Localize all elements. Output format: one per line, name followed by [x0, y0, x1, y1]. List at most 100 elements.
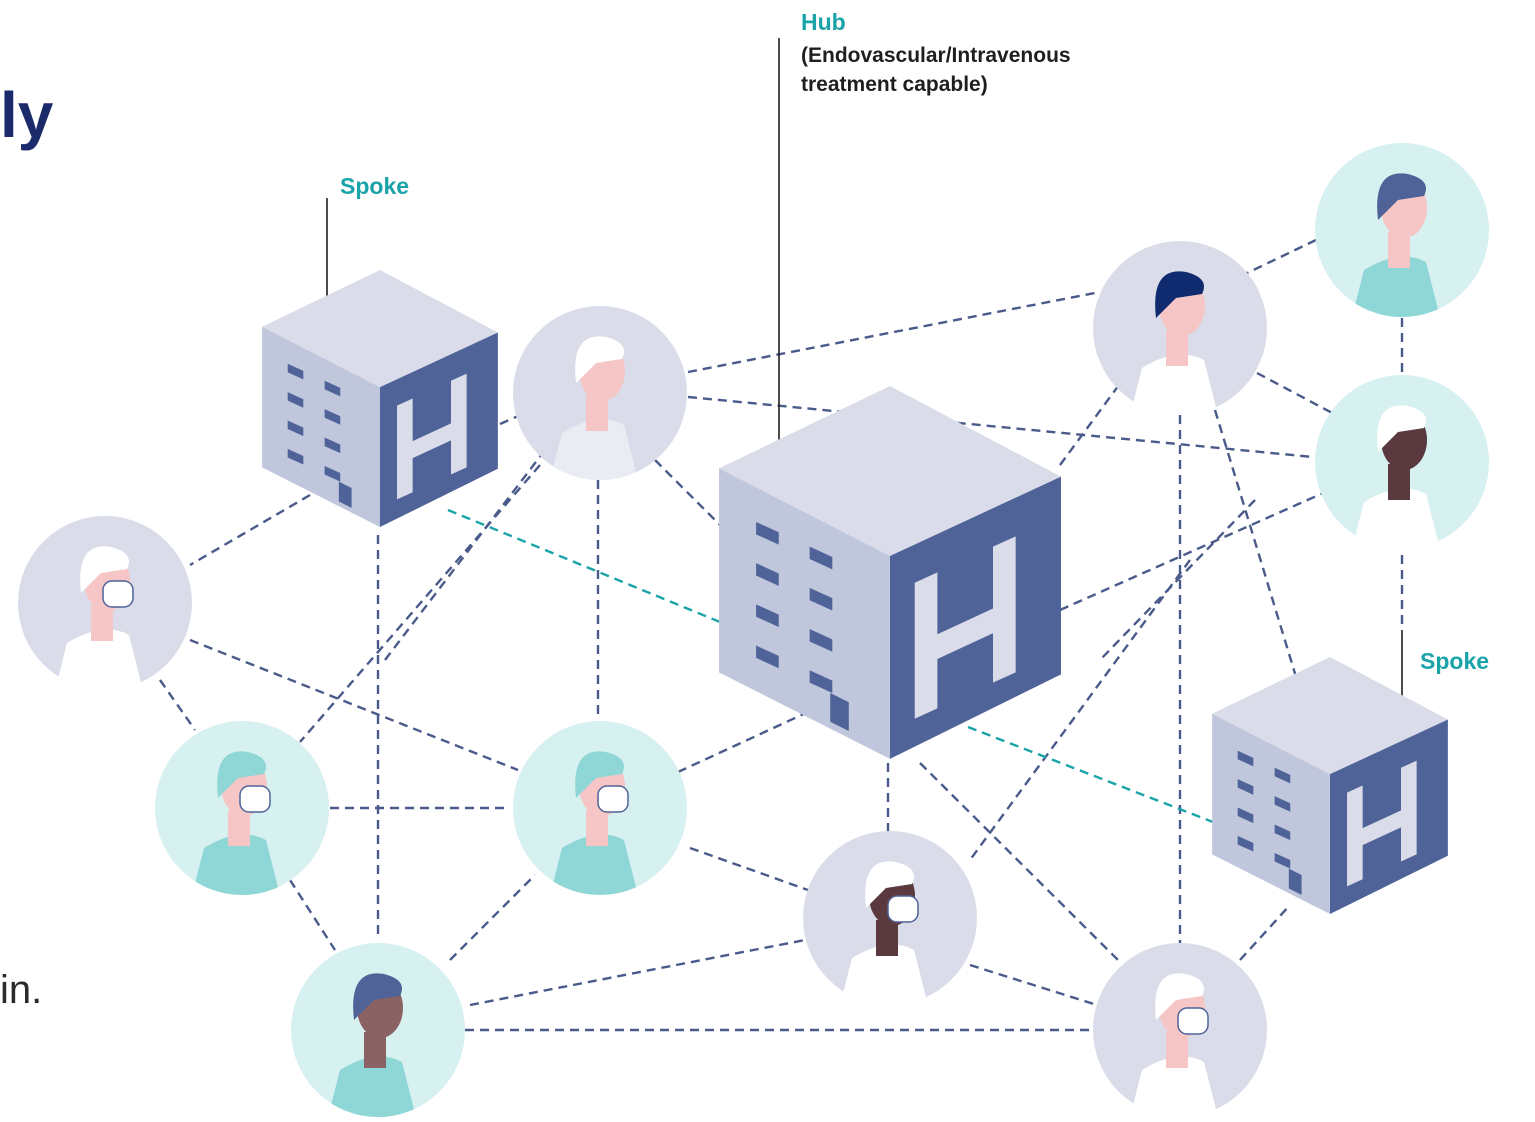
connection-line: [689, 846, 809, 892]
connection-line: [677, 710, 809, 774]
building-front-wall: [719, 468, 890, 759]
connection-lines: [159, 238, 1404, 1032]
connection-line: [687, 290, 1101, 374]
building-front-wall: [1212, 713, 1330, 915]
connection-line: [969, 559, 1191, 861]
avatar-surgeon-masked: [18, 516, 192, 690]
connection-line: [654, 459, 721, 526]
spoke-label-right: Spoke: [1420, 648, 1490, 674]
person-avatar-icon: [548, 751, 640, 895]
avatar-shirt: [548, 419, 640, 480]
avatar-hair: [1377, 173, 1426, 220]
building-window: [324, 409, 341, 425]
person-avatar-icon: [190, 751, 282, 895]
avatar-shirt: [838, 944, 930, 1005]
building-window: [287, 448, 304, 465]
face-mask-icon: [887, 895, 919, 923]
building-door: [1288, 868, 1302, 895]
avatar-shirt: [190, 834, 282, 895]
avatar-hair: [353, 973, 402, 1020]
building-window: [287, 420, 304, 437]
building-window: [809, 629, 833, 652]
building-window: [756, 563, 779, 586]
person-avatar-icon: [548, 336, 640, 480]
avatar-neck: [1388, 464, 1410, 500]
building-window: [1274, 824, 1291, 841]
building-window: [287, 363, 304, 380]
avatar-curly-hair-man: [1093, 241, 1267, 415]
connection-line: [1099, 499, 1256, 661]
avatar-neck: [586, 395, 608, 431]
avatar-shirt: [1350, 256, 1442, 317]
spoke-hospital-building-left: [262, 270, 498, 528]
avatar-doctor-cap-masked: [513, 721, 687, 895]
building-window: [809, 546, 833, 570]
person-avatar-icon: [1128, 973, 1220, 1117]
avatar-doctor-masked-dark-skin: [803, 831, 977, 1005]
face-mask-icon: [597, 785, 629, 813]
avatar-neck: [228, 810, 250, 846]
face-mask-icon: [239, 785, 271, 813]
building-window: [756, 645, 779, 669]
avatar-hair: [1155, 271, 1204, 318]
hub-title: Hub: [801, 9, 846, 35]
avatar-shirt: [53, 629, 145, 690]
hub-hospital-building: [719, 386, 1061, 759]
person-avatars: [18, 143, 1489, 1117]
face-mask-icon: [102, 580, 134, 608]
avatar-neck: [1166, 1032, 1188, 1068]
avatar-neck: [1388, 232, 1410, 268]
connection-line: [1213, 409, 1302, 691]
building-window: [756, 521, 779, 545]
person-avatar-icon: [838, 861, 930, 1005]
connection-line: [159, 679, 196, 731]
avatar-hair: [865, 861, 914, 908]
cropped-heading-fragment: ly: [0, 79, 54, 151]
person-avatar-icon: [1350, 173, 1442, 317]
building-window: [1237, 750, 1254, 767]
avatar-neck: [91, 605, 113, 641]
teal-connection-line: [967, 725, 1214, 824]
avatar-woman-headscarf: [1315, 375, 1489, 549]
avatar-hair: [575, 751, 624, 798]
avatar-hair: [217, 751, 266, 798]
face-mask-icon: [1177, 1007, 1209, 1035]
hub-description-line1: (Endovascular/Intravenous: [801, 44, 1071, 67]
building-window: [809, 670, 833, 693]
spoke-label-left: Spoke: [340, 173, 410, 199]
building-window: [1274, 767, 1291, 784]
building-window: [324, 465, 341, 482]
person-avatar-icon: [1350, 405, 1442, 549]
building-front-wall: [262, 326, 380, 528]
building-window: [324, 380, 341, 397]
building-window: [324, 437, 341, 454]
cropped-text-fragment: in.: [0, 968, 43, 1012]
connection-line: [969, 963, 1098, 1007]
person-avatar-icon: [326, 973, 418, 1117]
avatar-neck: [364, 1032, 386, 1068]
hospital-h-icon: [1347, 760, 1417, 887]
connection-line: [1256, 371, 1337, 417]
avatar-shirt: [1128, 354, 1220, 415]
person-avatar-icon: [53, 546, 145, 690]
spoke-hospital-building-right: [1212, 657, 1448, 915]
teal-connection-line: [447, 508, 721, 624]
person-avatar-icon: [1128, 271, 1220, 415]
avatar-shirt: [1350, 488, 1442, 549]
avatar-neck: [876, 920, 898, 956]
connection-line: [189, 493, 311, 567]
building-window: [1274, 852, 1291, 869]
connection-line: [299, 464, 541, 743]
building-window: [287, 392, 304, 408]
avatar-hair: [1155, 973, 1204, 1020]
avatar-nurse-cap-masked: [155, 721, 329, 895]
avatar-hair: [1377, 405, 1426, 452]
building-roof: [719, 386, 1061, 556]
connection-line: [1239, 904, 1291, 961]
building-roof: [1212, 657, 1448, 775]
avatar-bearded-man: [513, 306, 687, 480]
hospital-h-icon: [397, 373, 467, 500]
hospital-buildings: [262, 270, 1448, 915]
connection-line: [1059, 488, 1331, 612]
building-window: [809, 587, 833, 611]
